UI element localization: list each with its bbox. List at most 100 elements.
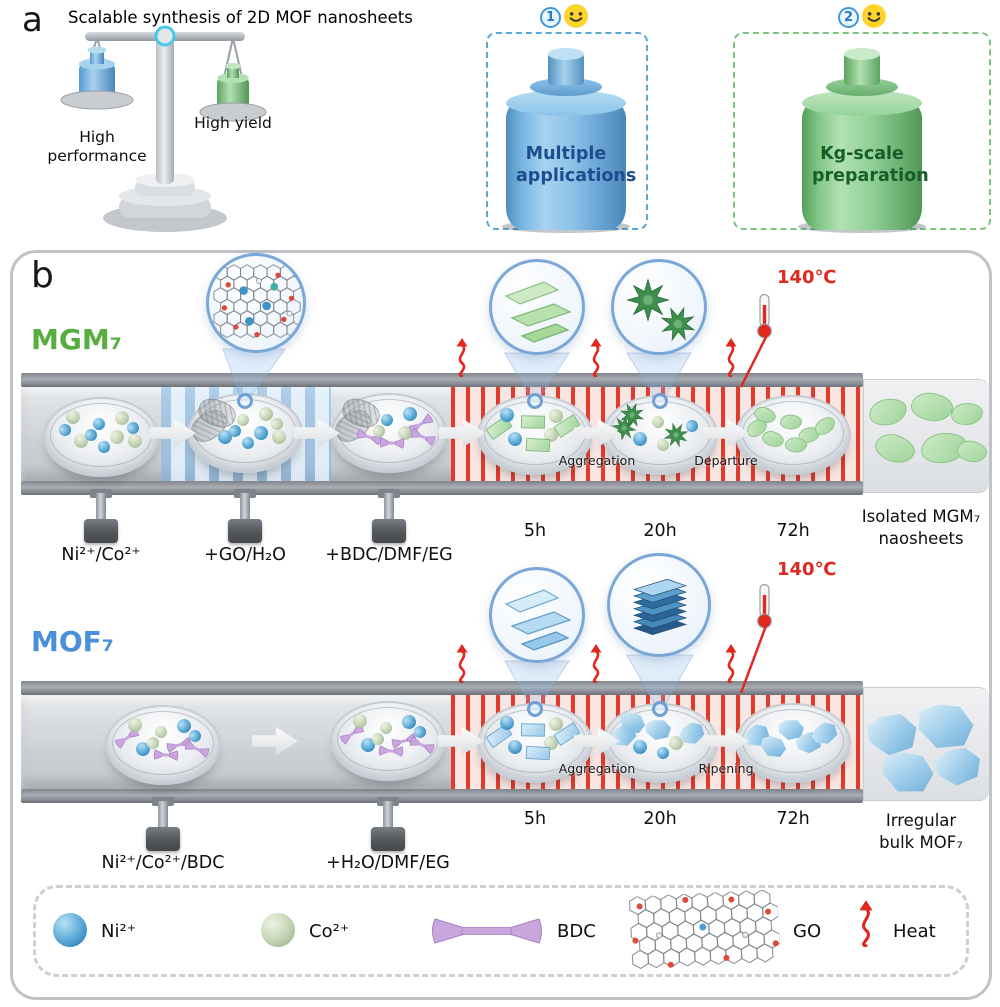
dish-item-ni — [92, 417, 106, 430]
time-label: 72h — [776, 521, 810, 541]
thermometer-icon — [755, 293, 774, 339]
stacked-sheets-icon — [632, 578, 688, 636]
conveyor-rail — [21, 481, 863, 495]
legend-label-ni: Ni²⁺ — [101, 921, 137, 942]
nanosheet-zoom-5h — [489, 259, 585, 355]
transition-label: Departure — [694, 453, 758, 468]
heat-icon — [587, 643, 605, 684]
legend-label-co: Co²⁺ — [309, 921, 350, 942]
zoom-anchor-ring — [527, 701, 543, 717]
dish-item-ni — [380, 413, 394, 426]
dish-bdc — [329, 393, 447, 473]
zoom-anchor-ring — [652, 701, 668, 717]
dish-item-bluesheet — [525, 745, 551, 760]
smiley-icon — [861, 3, 887, 29]
bdc-linker-icon — [432, 918, 542, 944]
dish-item-co — [236, 413, 250, 426]
dish-item-bdc — [355, 428, 383, 446]
dish-item-bdc — [408, 735, 436, 755]
temperature-label: 140℃ — [777, 559, 837, 580]
dish-item-bdc — [113, 726, 141, 750]
dish-item-bluesheet — [520, 723, 546, 737]
legend-label-bdc: BDC — [557, 921, 596, 942]
card1-number-badge: 1 — [540, 7, 561, 28]
step-label: +GO/H₂O — [204, 545, 286, 565]
time-label: 20h — [643, 521, 677, 541]
result-label-line2: naosheets — [878, 529, 964, 548]
dish-item-greensheet — [520, 415, 546, 429]
co-sphere-icon — [261, 913, 295, 947]
green-nanosheets-icon — [504, 281, 572, 343]
dish-item-bdc — [409, 427, 437, 447]
dish-item-greensheet — [525, 437, 551, 452]
step-label: +H₂O/DMF/EG — [326, 853, 450, 873]
result-label-line1: Isolated MGM₇ — [861, 507, 981, 526]
go-structure-zoom — [206, 253, 306, 353]
go-sheet-icon — [628, 889, 781, 969]
dish-precursor-bdc — [105, 705, 221, 785]
go-lattice-icon — [213, 264, 301, 339]
temperature-pointer-line — [739, 334, 769, 388]
panel-a-label: a — [22, 0, 43, 40]
transition-label: Ripening — [698, 761, 754, 776]
time-label: 5h — [523, 521, 547, 541]
heat-arrow-icon — [855, 899, 877, 948]
heat-icon — [722, 337, 740, 378]
transition-label: Aggregation — [558, 761, 636, 776]
transition-label: Aggregation — [558, 453, 636, 468]
card1-label: Multiple applications — [516, 144, 637, 186]
temperature-label: 140℃ — [777, 267, 837, 288]
dish-item-bdc — [338, 722, 366, 746]
balance-right-label: High yield — [194, 114, 272, 132]
dish-item-bdc — [378, 745, 405, 757]
dish-stand — [228, 489, 262, 543]
time-label: 72h — [776, 809, 810, 829]
card2-number-badge: 2 — [838, 7, 859, 28]
step-label: Ni²⁺/Co²⁺ — [61, 545, 141, 565]
stacked-sheets-zoom-20h — [607, 553, 711, 657]
dish-item-bdc — [379, 437, 406, 449]
panel-b-label: b — [31, 255, 54, 296]
time-label: 20h — [643, 809, 677, 829]
step-label: Ni²⁺/Co²⁺/BDC — [101, 853, 225, 873]
dish-stand — [146, 797, 180, 851]
blue-bottle-illustration: Multiple applications — [502, 48, 637, 233]
conveyor-rail — [21, 373, 863, 387]
zoom-anchor-ring — [527, 393, 543, 409]
green-bottle-illustration: Kg-scale preparation — [798, 48, 929, 233]
dish-item-greenflower — [660, 419, 692, 451]
balance-scale-illustration — [60, 25, 267, 232]
dish-stand — [372, 489, 406, 543]
heat-icon — [722, 643, 740, 684]
zoom-anchor-ring — [237, 393, 253, 409]
dish-72h — [735, 703, 851, 783]
conveyor-rail — [21, 681, 863, 695]
row1-title: MGM₇ — [31, 323, 122, 356]
legend-label-heat: Heat — [893, 921, 936, 942]
panel-b: b MGM₇ — [10, 250, 992, 1000]
time-label: 5h — [523, 809, 547, 829]
legend-label-go: GO — [793, 921, 822, 942]
dish-item-co — [154, 725, 168, 738]
temperature-pointer-line — [739, 622, 769, 694]
green-flower-aggregate-icon — [626, 278, 696, 342]
balance-left-label: High performance — [47, 128, 147, 166]
dish-item-greenflower — [615, 398, 648, 431]
dish-precursor — [43, 397, 159, 477]
heat-icon — [453, 643, 471, 684]
result-label-line2: bulk MOF₇ — [879, 833, 963, 852]
dish-stand — [371, 797, 405, 851]
row2-title: MOF₇ — [31, 625, 115, 658]
heat-icon — [587, 337, 605, 378]
dish-item-co — [379, 721, 393, 734]
card2-label: Kg-scale preparation — [812, 144, 929, 186]
smiley-icon — [563, 3, 589, 29]
panel-a-title: Scalable synthesis of 2D MOF nanosheets — [68, 8, 413, 27]
dish-item-bdc — [153, 749, 180, 761]
zoom-anchor-ring — [652, 393, 668, 409]
dish-solvent — [330, 701, 446, 781]
dish-item-bdc — [183, 739, 211, 759]
aggregate-zoom-20h — [611, 259, 707, 355]
ni-sphere-icon — [53, 913, 87, 947]
